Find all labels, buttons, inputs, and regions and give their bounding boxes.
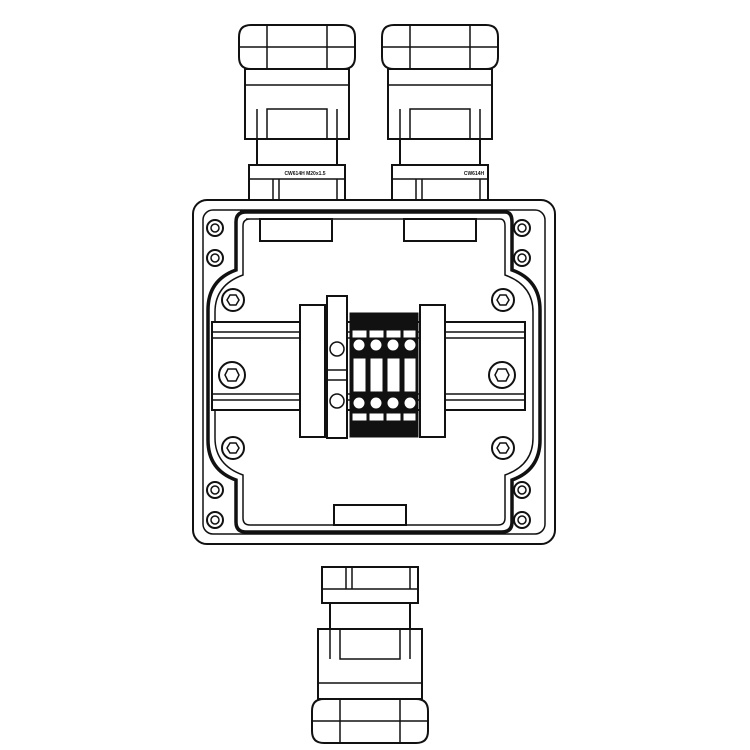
gland-thread-inside — [259, 218, 333, 242]
terminal-block-assembly — [299, 295, 446, 439]
gland-marking: CW614H M20x1.5 — [284, 171, 325, 177]
cable-gland-top-right: CW614H — [381, 24, 499, 202]
rail-screw — [218, 361, 246, 389]
rail-screw — [488, 361, 516, 389]
gland-thread-inside — [333, 504, 407, 526]
enclosure-flange — [202, 209, 546, 535]
end-bracket — [326, 295, 348, 439]
cable-gland-top-left: CW614H M20x1.5 — [238, 24, 356, 202]
cover-bolts — [221, 288, 515, 460]
gland-thread-inside — [403, 218, 477, 242]
gland-marking: CW614H — [464, 171, 485, 177]
end-stop-right — [419, 304, 446, 438]
mounting-holes — [206, 219, 531, 529]
end-stop-left — [299, 304, 326, 438]
cable-gland-bottom — [311, 566, 429, 744]
